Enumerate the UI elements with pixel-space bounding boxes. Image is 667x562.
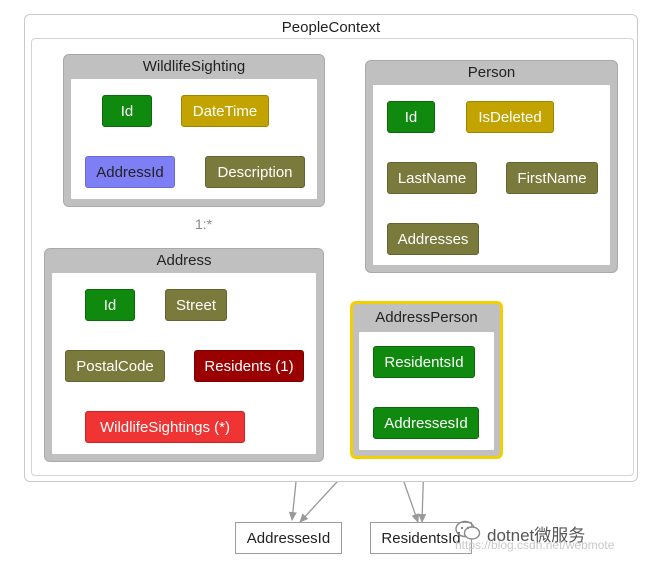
watermark: dotnet微服务 https://blog.csdn.net/webmote <box>455 520 614 552</box>
property-wildlife-sightings[interactable]: WildlifeSightings (*) <box>85 411 245 443</box>
property-isdeleted[interactable]: IsDeleted <box>466 101 554 133</box>
context-title: PeopleContext <box>281 19 381 36</box>
property-id[interactable]: Id <box>85 289 135 321</box>
entity-title: Address <box>156 252 212 269</box>
property-addresses[interactable]: Addresses <box>387 223 479 255</box>
entity-address-person[interactable]: AddressPerson ResidentsId AddressesId <box>350 301 503 459</box>
chat-bubble-icon <box>455 520 481 547</box>
entity-body: ResidentsId AddressesId <box>359 332 494 450</box>
entity-title: WildlifeSighting <box>142 58 246 75</box>
node-addresses-id[interactable]: AddressesId <box>235 522 342 554</box>
property-lastname[interactable]: LastName <box>387 162 477 194</box>
entity-title: Person <box>467 64 516 81</box>
entity-address[interactable]: Address Id Street PostalCode Residents (… <box>44 248 324 462</box>
property-addressid[interactable]: AddressId <box>85 156 175 188</box>
entity-title: AddressPerson <box>375 309 478 326</box>
watermark-url: https://blog.csdn.net/webmote <box>455 538 615 552</box>
entity-wildlife-sighting[interactable]: WildlifeSighting Id DateTime AddressId D… <box>63 54 325 207</box>
node-residents-id[interactable]: ResidentsId <box>370 522 472 554</box>
property-firstname[interactable]: FirstName <box>506 162 598 194</box>
property-postalcode[interactable]: PostalCode <box>65 350 165 382</box>
entity-body: Id IsDeleted LastName FirstName Addresse… <box>373 85 610 265</box>
property-datetime[interactable]: DateTime <box>181 95 269 127</box>
property-id[interactable]: Id <box>102 95 152 127</box>
property-residentsid[interactable]: ResidentsId <box>373 346 475 378</box>
property-description[interactable]: Description <box>205 156 305 188</box>
entity-body: Id Street PostalCode Residents (1) Wildl… <box>52 273 316 454</box>
edge-left-down <box>288 481 297 521</box>
entity-body: Id DateTime AddressId Description <box>71 79 317 199</box>
property-street[interactable]: Street <box>165 289 227 321</box>
property-id[interactable]: Id <box>387 101 435 133</box>
property-addressesid[interactable]: AddressesId <box>373 407 479 439</box>
property-residents[interactable]: Residents (1) <box>194 350 304 382</box>
watermark-brand: dotnet微服务 <box>487 526 586 545</box>
entity-person[interactable]: Person Id IsDeleted LastName FirstName A… <box>365 60 618 273</box>
relationship-label: 1:* <box>195 216 213 232</box>
edge-right-down <box>403 481 420 523</box>
